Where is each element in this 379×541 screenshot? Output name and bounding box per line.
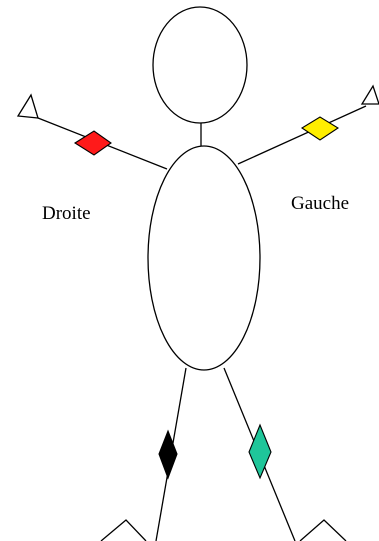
right-foot <box>101 520 146 541</box>
left-foot <box>300 520 346 541</box>
label-right: Droite <box>42 203 91 224</box>
head <box>153 7 247 123</box>
torso <box>148 146 260 370</box>
label-left: Gauche <box>291 193 349 214</box>
right-hand-triangle <box>18 95 38 118</box>
left-leg-marker <box>249 425 271 478</box>
left-hand-triangle <box>362 86 379 104</box>
left-arm <box>238 106 366 164</box>
